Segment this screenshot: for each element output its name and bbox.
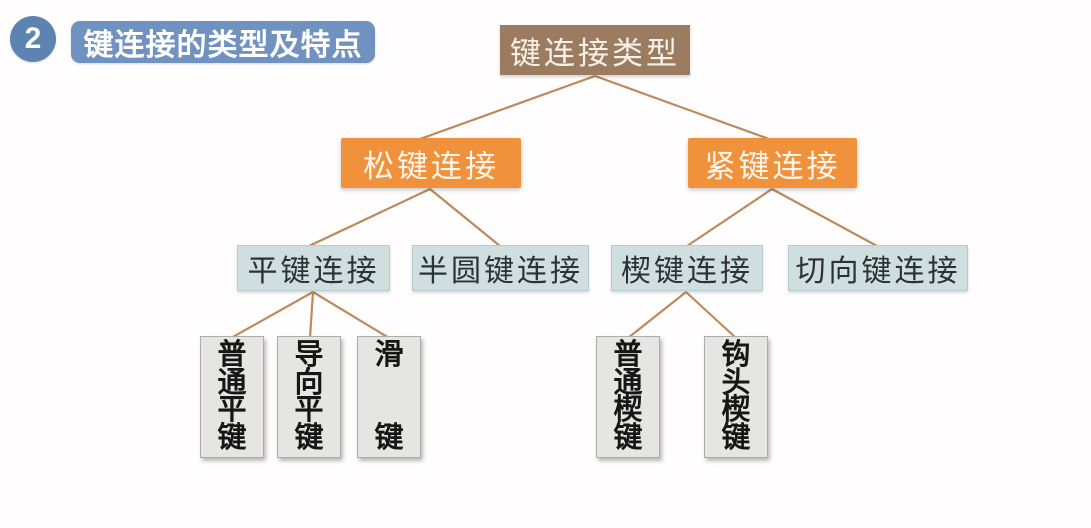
branch-node-label: 松键连接 — [363, 148, 499, 184]
branch-node-label: 紧键连接 — [704, 148, 841, 184]
leaf-char: 平 — [217, 394, 247, 427]
leaf-char: 楔 — [613, 394, 643, 427]
subtype-node-label: 半圆键连接 — [418, 255, 583, 288]
leaf-char: 普 — [217, 339, 247, 371]
subtype-node-label: 楔键连接 — [621, 255, 753, 288]
leaf-node-plain-wedge-key: 普 通 楔 键 — [596, 336, 660, 458]
subtype-node-tangential-key: 切向键连接 — [788, 245, 968, 291]
leaf-char: 键 — [217, 421, 247, 454]
section-title: 键连接的类型及特点 — [83, 29, 363, 62]
leaf-node-hook-head-wedge-key: 钩 头 楔 键 — [704, 336, 768, 458]
leaf-char — [358, 397, 420, 424]
branch-node-tight-key: 紧键连接 — [688, 138, 857, 188]
section-title-banner: 键连接的类型及特点 — [71, 21, 375, 63]
leaf-node-sliding-key: 滑 键 — [357, 336, 421, 458]
subtype-node-label: 切向键连接 — [795, 255, 961, 288]
section-number-badge: 2 — [10, 16, 56, 62]
leaf-char: 普 — [613, 339, 643, 371]
root-node-key-connection-types: 键连接类型 — [500, 25, 690, 75]
leaf-char: 键 — [294, 421, 324, 454]
leaf-char: 平 — [294, 394, 324, 427]
leaf-char: 键 — [613, 421, 643, 454]
section-number: 2 — [24, 22, 42, 55]
leaf-char: 键 — [721, 421, 751, 454]
subtype-node-flat-key: 平键连接 — [237, 245, 390, 291]
leaf-char: 钩 — [721, 339, 751, 371]
leaf-node-plain-flat-key: 普 通 平 键 — [200, 336, 264, 458]
leaf-char: 键 — [374, 421, 404, 454]
subtype-node-wedge-key: 楔键连接 — [611, 245, 763, 291]
subtype-node-woodruff-key: 半圆键连接 — [412, 245, 589, 291]
branch-node-loose-key: 松键连接 — [341, 138, 521, 188]
leaf-char: 导 — [294, 339, 324, 371]
leaf-char: 滑 — [374, 339, 404, 371]
root-node-label: 键连接类型 — [510, 35, 680, 71]
leaf-char: 通 — [217, 366, 247, 399]
leaf-char — [358, 370, 420, 397]
leaf-char: 楔 — [721, 394, 751, 427]
leaf-char: 向 — [294, 366, 324, 399]
leaf-char: 头 — [721, 366, 751, 399]
subtype-node-label: 平键连接 — [247, 255, 380, 288]
leaf-char: 通 — [613, 366, 643, 399]
leaf-node-guided-flat-key: 导 向 平 键 — [277, 336, 341, 458]
